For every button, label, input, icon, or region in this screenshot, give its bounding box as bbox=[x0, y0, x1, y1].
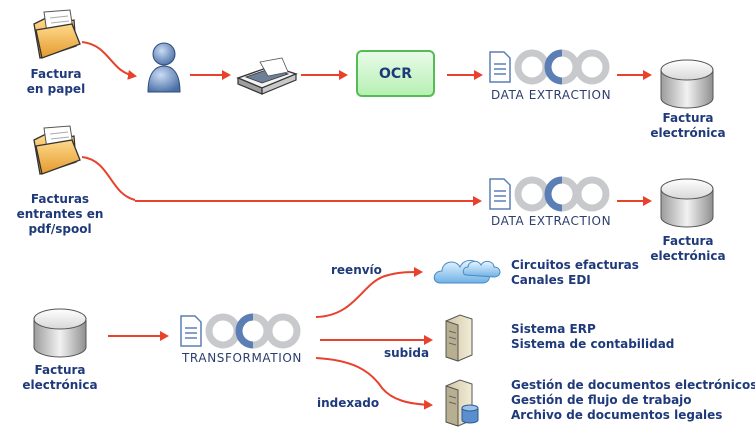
disk-icon bbox=[33, 308, 87, 358]
database-icon bbox=[461, 404, 479, 424]
document-icon bbox=[489, 178, 511, 210]
disk-icon bbox=[660, 59, 714, 109]
einvoice-result-label-1: Factura electrónica bbox=[650, 111, 726, 140]
arrow-folder2-to-line bbox=[81, 156, 136, 201]
document-icon bbox=[489, 51, 511, 83]
ocr-box: OCR bbox=[356, 50, 435, 97]
dms-targets-label: Gestión de documentos electrónicos Gesti… bbox=[511, 378, 755, 422]
transformation-caption: TRANSFORMATION bbox=[182, 351, 302, 365]
edge-label-subida: subida bbox=[384, 346, 430, 360]
scanner-icon bbox=[236, 57, 298, 95]
cloud-targets-label: Circuitos efacturas Canales EDI bbox=[511, 258, 639, 287]
pdf-invoices-label: Facturas entrantes en pdf/spool bbox=[16, 192, 104, 236]
data-extraction-logo bbox=[489, 49, 610, 85]
arrow-to-cloud bbox=[315, 267, 423, 318]
erp-targets-label: Sistema ERP Sistema de contabilidad bbox=[511, 322, 675, 351]
transformation-logo bbox=[180, 313, 301, 349]
data-extraction-logo bbox=[489, 176, 610, 212]
arrow-to-dms bbox=[315, 357, 433, 410]
data-extraction-caption-1: DATA EXTRACTION bbox=[491, 88, 612, 102]
arrow-folder-to-user bbox=[81, 41, 137, 80]
einvoice-source-label: Factura electrónica bbox=[22, 363, 98, 392]
cloud-icon bbox=[433, 260, 501, 284]
data-extraction-caption-2: DATA EXTRACTION bbox=[491, 214, 612, 228]
edge-label-indexado: indexado bbox=[317, 396, 380, 410]
server-icon bbox=[445, 314, 473, 362]
user-icon bbox=[147, 42, 181, 93]
folder-icon bbox=[33, 9, 81, 59]
einvoice-result-label-2: Factura electrónica bbox=[650, 234, 726, 263]
document-icon bbox=[180, 315, 202, 347]
disk-icon bbox=[660, 178, 714, 228]
ocr-label: OCR bbox=[379, 65, 412, 82]
edge-label-reenvio: reenvío bbox=[331, 263, 382, 277]
folder-icon bbox=[33, 125, 81, 175]
paper-invoice-label: Factura en papel bbox=[26, 67, 86, 96]
arrows bbox=[81, 41, 652, 410]
